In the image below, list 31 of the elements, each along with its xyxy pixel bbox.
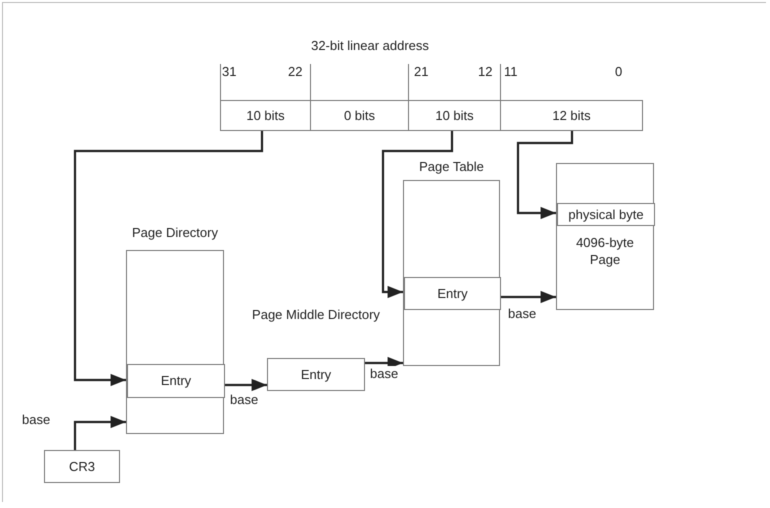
edge-label: base: [22, 412, 50, 427]
bit-number: 11: [504, 64, 518, 79]
table-heading: Page Table: [418, 158, 485, 175]
bit-field: 10 bits: [220, 100, 311, 131]
table-entry: Entry: [404, 277, 501, 310]
edge-label: base: [508, 306, 536, 321]
bit-number: 22: [288, 64, 302, 79]
table-entry: physical byte: [557, 203, 655, 226]
edge-label: base: [230, 392, 258, 407]
arrow: [500, 290, 556, 304]
bit-field: 10 bits: [408, 100, 501, 131]
table-entry: Entry: [127, 364, 225, 398]
bit-number: 12: [478, 64, 492, 79]
bit-number: 31: [222, 64, 236, 79]
arrow: [74, 131, 264, 386]
table-heading: Page Directory: [131, 224, 219, 241]
bit-number: 21: [414, 64, 428, 79]
arrow: [382, 131, 454, 298]
diagram-title: 32-bit linear address: [310, 37, 430, 55]
arrow: [224, 378, 267, 392]
bit-field: 0 bits: [310, 100, 409, 131]
bit-field: 12 bits: [500, 100, 643, 131]
register-box: CR3: [44, 450, 120, 483]
arrow: [74, 416, 126, 450]
edge-label: base: [370, 366, 398, 381]
table-heading: Page Middle Directory: [251, 306, 381, 323]
arrow: [516, 131, 574, 220]
entry-text: Entry: [300, 366, 332, 384]
page-text: 4096-byte Page: [575, 234, 635, 268]
bit-number: 0: [615, 64, 622, 79]
page-box: [556, 163, 654, 310]
